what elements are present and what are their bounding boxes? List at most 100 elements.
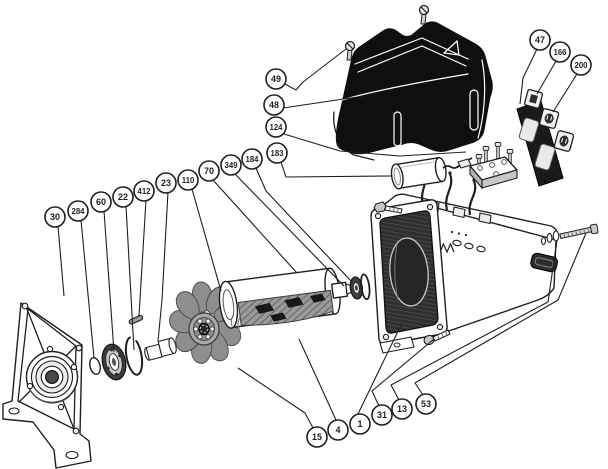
leader-line-22 [125,205,135,351]
control-panel [516,89,575,187]
bracket-bore [44,370,59,385]
capacitor [390,156,447,190]
callout-balloon [549,41,571,63]
callout-47: 47 [529,29,551,51]
leader-line-48 [282,95,365,109]
housing-side-panel [436,207,557,334]
callout-number: 49 [271,74,281,84]
callout-balloon [198,160,220,182]
callout-balloon [263,94,285,116]
callout-349: 349 [220,154,242,176]
callout-184: 184 [241,148,263,170]
cover-screw [344,40,356,61]
callout-412: 412 [133,180,155,202]
bracket-corner-screw [21,302,29,310]
callout-number: 30 [50,212,60,222]
callout-number: 22 [118,192,128,202]
circuit-breaker-switch [524,89,544,109]
slinger-ring [360,273,371,301]
callout-balloon [529,29,551,51]
callout-balloon [90,191,112,213]
panel-cutout [534,143,556,171]
callout-22: 22 [112,186,134,208]
callout-30: 30 [44,206,66,228]
leader-line-49 [284,48,347,91]
callout-number: 110 [182,176,195,185]
callout-balloon [266,142,288,164]
bracket-corner-screw [75,344,83,352]
leader-line-13 [390,239,558,401]
callout-balloon [177,169,199,191]
callout-124: 124 [265,116,287,138]
callout-balloon [44,206,66,228]
cover-slot [469,89,479,131]
ball-bearing [101,343,127,381]
callout-balloon [112,186,134,208]
cooling-fan [169,281,242,364]
callout-balloon [349,413,371,435]
shaft-key [128,314,144,325]
callout-number: 53 [421,399,431,409]
callout-number: 4 [335,425,340,435]
callout-number: 70 [204,166,214,176]
callout-13: 13 [391,398,413,420]
rotor-windings [237,289,334,326]
leader-line-60 [103,210,115,353]
callout-balloon [67,200,89,222]
retaining-ring [124,333,144,376]
bolt-washer [552,230,560,242]
bracket-foot-hole [8,407,20,415]
callout-number: 15 [312,432,322,442]
callouts-layer: 4948124183184349701102341222602843047166… [44,29,592,448]
leader-line-31 [371,338,435,407]
callout-183: 183 [266,142,288,164]
callout-balloon [306,426,328,448]
callout-balloon [241,148,263,170]
shaft-sleeve [144,337,177,361]
panel-cutout [518,117,540,143]
callout-number: 23 [161,178,171,188]
leader-line-47 [519,48,538,105]
callout-number: 200 [574,61,588,70]
callout-balloon [133,180,155,202]
housing-foot [379,336,415,354]
callout-number: 47 [535,35,545,45]
leader-line-70 [212,179,298,274]
callout-balloon [415,393,437,415]
callout-200: 200 [570,54,592,76]
housing-front-face [370,199,448,354]
leader-line-284 [80,219,95,359]
housing-bolt-bottom [423,329,451,346]
housing-recess [530,252,558,273]
callout-number: 412 [137,187,151,196]
outlet-receptacle [539,108,560,129]
leader-line-124 [283,133,467,157]
callout-number: 124 [269,123,283,132]
leader-line-200 [552,73,578,113]
callout-number: 1 [357,419,362,429]
rotor-assembly [218,267,371,329]
bracket-foot-hole [65,450,79,460]
callout-23: 23 [155,172,177,194]
callout-balloon [371,404,393,426]
callout-number: 13 [397,404,407,414]
callout-balloon [327,419,349,441]
leader-lines-layer [57,48,587,429]
leader-line-15 [237,367,314,429]
callout-balloon [391,398,413,420]
bolt-washer [546,233,553,243]
callout-number: 349 [224,161,238,170]
callout-4: 4 [327,419,349,441]
bracket-bearing-boss [25,345,79,411]
leader-line-1 [357,324,402,415]
callout-balloon [570,54,592,76]
callout-balloon [265,116,287,138]
callout-number: 166 [553,48,567,57]
leader-line-412 [138,199,147,317]
callout-number: 31 [377,410,387,420]
callout-60: 60 [90,191,112,213]
callout-49: 49 [265,68,287,90]
motor-cover [333,21,493,161]
